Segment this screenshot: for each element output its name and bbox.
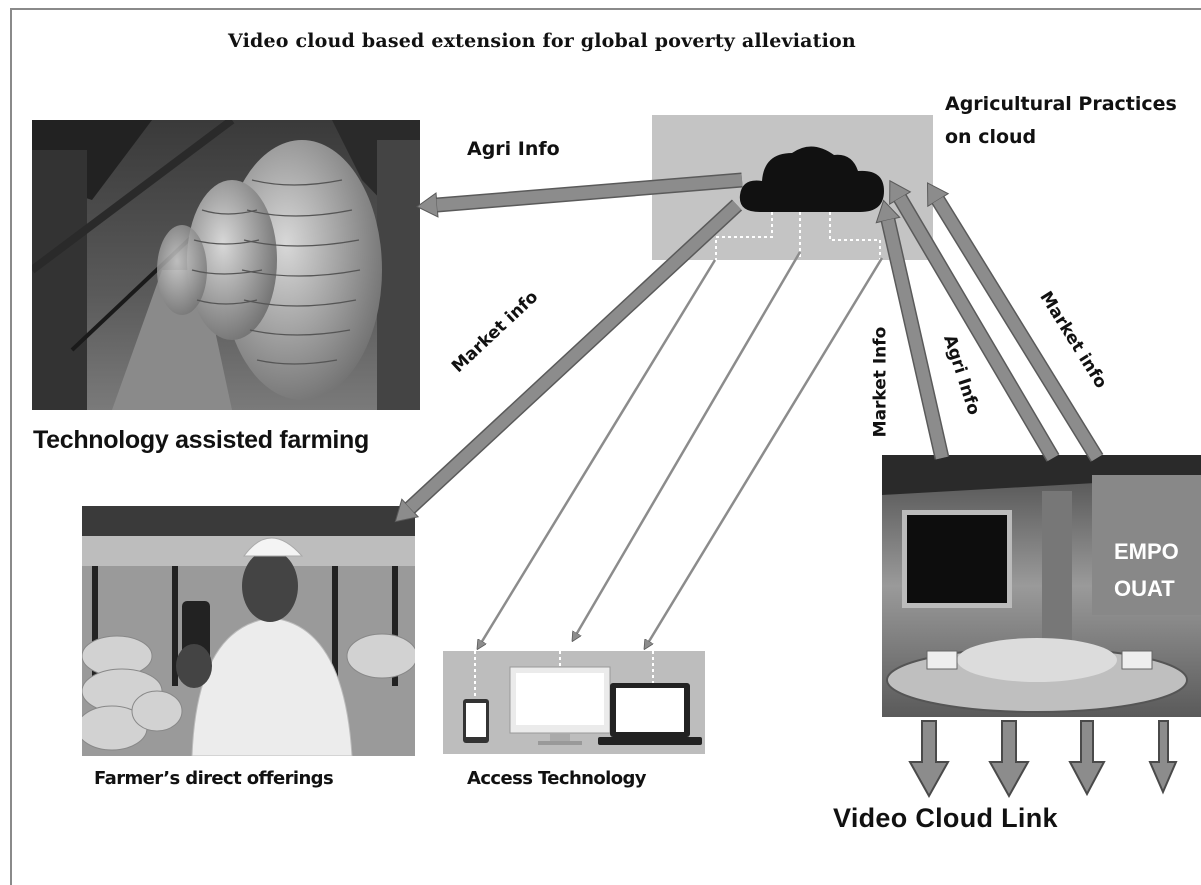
banana-farm-photo: [32, 120, 420, 410]
arrow-cloud-to-tablet: [478, 259, 717, 648]
video-studio-photo: EMPO OUAT: [882, 455, 1201, 717]
farmer-photo: [82, 506, 415, 756]
studio-screen-text-1: EMPO: [1114, 539, 1179, 564]
laptop-icon: [598, 683, 702, 745]
agri-info-arrow-label: Agri Info: [467, 138, 560, 160]
studio-screen-text-2: OUAT: [1114, 576, 1175, 601]
studio-screen: [907, 515, 1007, 603]
desktop-monitor-icon: [509, 666, 611, 745]
cloud-label: Agricultural Practices on cloud: [945, 88, 1185, 154]
devices-panel: [443, 651, 705, 754]
arrow-cloud-to-desktop: [573, 251, 802, 640]
down-arrow-2: [988, 720, 1030, 799]
technology-farming-label: Technology assisted farming: [33, 426, 369, 454]
farmer-offerings-label: Farmer’s direct offerings: [94, 768, 334, 789]
arrow-cloud-to-laptop: [645, 257, 884, 648]
video-cloud-link-label: Video Cloud Link: [833, 803, 1058, 833]
down-arrow-4: [1148, 720, 1178, 795]
access-technology-label: Access Technology: [467, 768, 646, 789]
diagram-frame: [10, 8, 1201, 885]
tablet-icon: [463, 699, 489, 743]
market-info-arrow-label-vertical: Market Info: [870, 326, 891, 438]
down-arrow-1: [908, 720, 950, 799]
cloud-label-text: Agricultural Practices on cloud: [945, 93, 1177, 148]
cloud-icon: [739, 146, 884, 212]
down-arrow-3: [1068, 720, 1106, 797]
diagram-title: Video cloud based extension for global p…: [228, 30, 856, 52]
